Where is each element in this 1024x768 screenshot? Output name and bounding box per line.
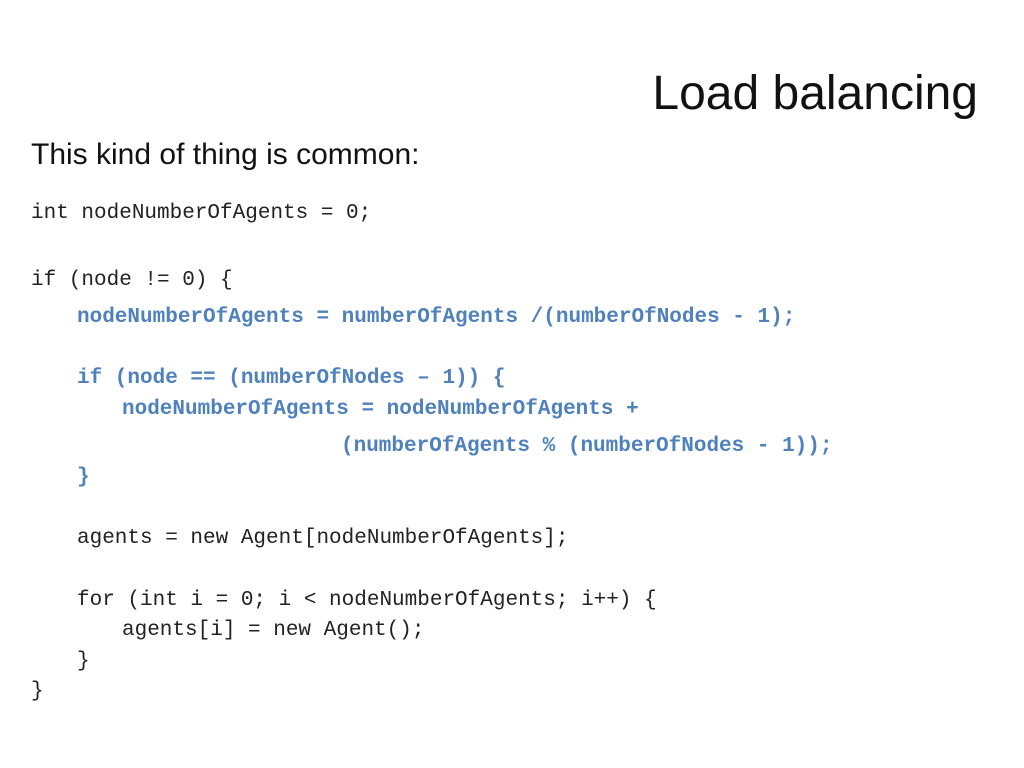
code-line-close-for: } xyxy=(77,650,90,673)
code-line-close-inner-if: } xyxy=(77,466,90,489)
code-line-divide-agents: nodeNumberOfAgents = numberOfAgents /(nu… xyxy=(77,306,796,329)
code-line-add-remainder: nodeNumberOfAgents = nodeNumberOfAgents … xyxy=(122,398,639,421)
code-line-if-node: if (node != 0) { xyxy=(31,269,233,292)
code-line-close-if: } xyxy=(31,680,44,703)
code-line-if-last-node: if (node == (numberOfNodes – 1)) { xyxy=(77,367,506,390)
slide-title: Load balancing xyxy=(652,67,978,120)
slide-subtitle: This kind of thing is common: xyxy=(31,138,420,171)
code-line-for-loop: for (int i = 0; i < nodeNumberOfAgents; … xyxy=(77,589,657,612)
code-line-create-agent: agents[i] = new Agent(); xyxy=(122,619,425,642)
code-line-allocate-agents: agents = new Agent[nodeNumberOfAgents]; xyxy=(77,527,569,550)
code-line-remainder-expression: (numberOfAgents % (numberOfNodes - 1)); xyxy=(341,435,833,458)
code-line-declaration: int nodeNumberOfAgents = 0; xyxy=(31,202,372,225)
